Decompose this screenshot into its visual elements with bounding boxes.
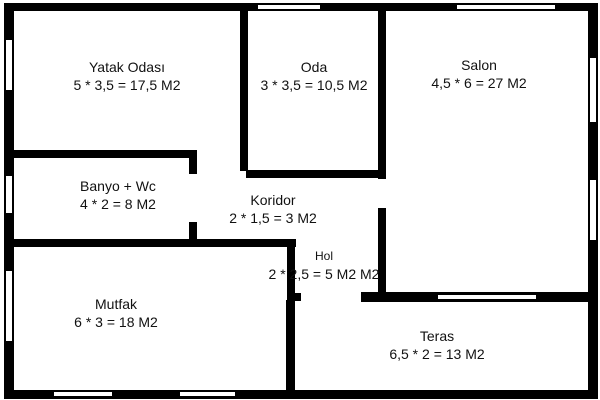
wall-banyo-stub-top <box>189 150 197 174</box>
room-area: 4,5 * 6 = 27 M2 <box>431 75 527 91</box>
window-top-oda <box>258 5 320 9</box>
window-left-banyo <box>6 176 12 213</box>
window-left-bedroom <box>6 40 12 90</box>
wall-bedroom-banyo <box>14 150 196 158</box>
wall-banyo-mutfak <box>14 239 296 247</box>
wall-oda-koridor <box>246 170 382 178</box>
room-hol: Hol 2 * 2,5 = 5 M2 M2 <box>269 247 380 283</box>
wall-hol-corner <box>287 293 301 301</box>
wall-oda-salon <box>378 11 386 179</box>
window-left-mutfak <box>6 271 12 341</box>
room-area: 2 * 1,5 = 3 M2 <box>229 210 317 226</box>
room-mutfak: Mutfak 6 * 3 = 18 M2 <box>74 295 158 331</box>
room-koridor: Koridor 2 * 1,5 = 3 M2 <box>229 191 317 227</box>
wall-bottom <box>4 390 598 399</box>
wall-right-lower <box>588 295 598 398</box>
window-bottom-mutfak-1 <box>54 392 112 396</box>
room-oda: Oda 3 * 3,5 = 10,5 M2 <box>260 58 367 94</box>
window-right-salon-2 <box>590 180 596 240</box>
room-name: Salon <box>461 57 497 73</box>
room-banyo-wc: Banyo + Wc 4 * 2 = 8 M2 <box>80 177 156 213</box>
room-area: 6,5 * 2 = 13 M2 <box>389 346 485 362</box>
room-name: Yatak Odası <box>88 59 165 75</box>
room-salon: Salon 4,5 * 6 = 27 M2 <box>431 56 526 92</box>
wall-mutfak-teras <box>286 300 295 393</box>
room-area: 5 * 3,5 = 17,5 M2 <box>73 77 181 93</box>
wall-salon-hol <box>378 208 386 295</box>
room-yatak-odasi: Yatak Odası 5 * 3,5 = 17,5 M2 <box>73 58 180 94</box>
room-area: 2 * 2,5 = 5 M2 M2 <box>268 266 380 282</box>
wall-bedroom-oda <box>240 11 248 171</box>
room-area: 6 * 3 = 18 M2 <box>74 314 158 330</box>
room-area: 4 * 2 = 8 M2 <box>80 196 156 212</box>
window-salon-teras <box>438 295 536 299</box>
room-name: Banyo + Wc <box>80 178 156 194</box>
room-teras: Teras 6,5 * 2 = 13 M2 <box>389 327 484 363</box>
room-name: Hol <box>314 249 333 263</box>
wall-mutfak-hol <box>287 239 295 293</box>
wall-banyo-stub-bottom <box>189 222 197 246</box>
window-top-salon <box>457 5 555 9</box>
room-name: Oda <box>300 59 328 75</box>
room-name: Teras <box>419 328 455 344</box>
window-right-salon-1 <box>590 58 596 122</box>
room-area: 3 * 3,5 = 10,5 M2 <box>260 77 368 93</box>
wall-right-upper <box>588 3 598 303</box>
window-bottom-mutfak-2 <box>180 392 235 396</box>
room-name: Koridor <box>250 192 296 208</box>
room-name: Mutfak <box>94 296 138 312</box>
